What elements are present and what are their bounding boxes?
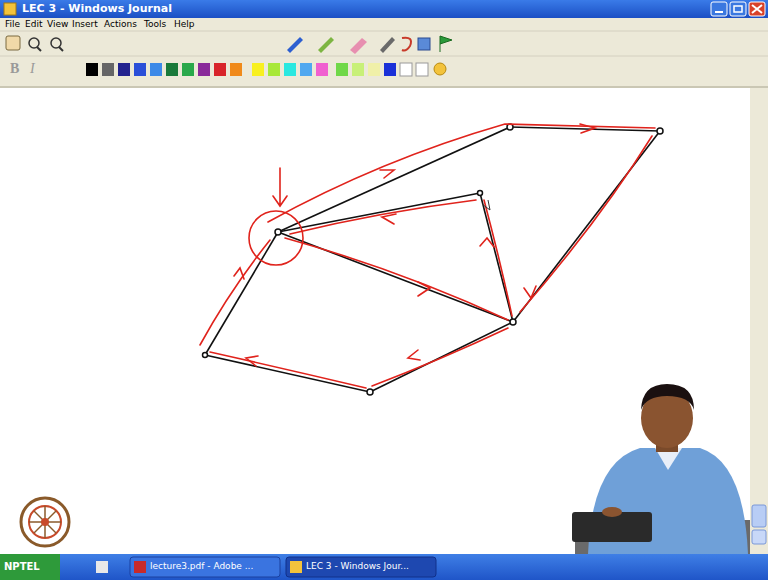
window-title: LEC 3 - Windows Journal [22,3,172,15]
taskbar-item: lecture3.pdf - Adobe ... [150,562,253,572]
menu-item: Actions [104,20,137,30]
menu-item: View [47,20,68,30]
taskbar-item: LEC 3 - Windows Jour... [306,562,409,572]
menu-item: Tools [144,20,166,30]
taskbar-logo-text: NPTEL [4,561,40,572]
menu-item: Insert [72,20,98,30]
bold-button: B [10,61,19,76]
italic-button: I [30,61,35,76]
menu-item: Edit [25,20,42,30]
menu-item: File [5,20,20,30]
menu-item: Help [174,20,195,30]
